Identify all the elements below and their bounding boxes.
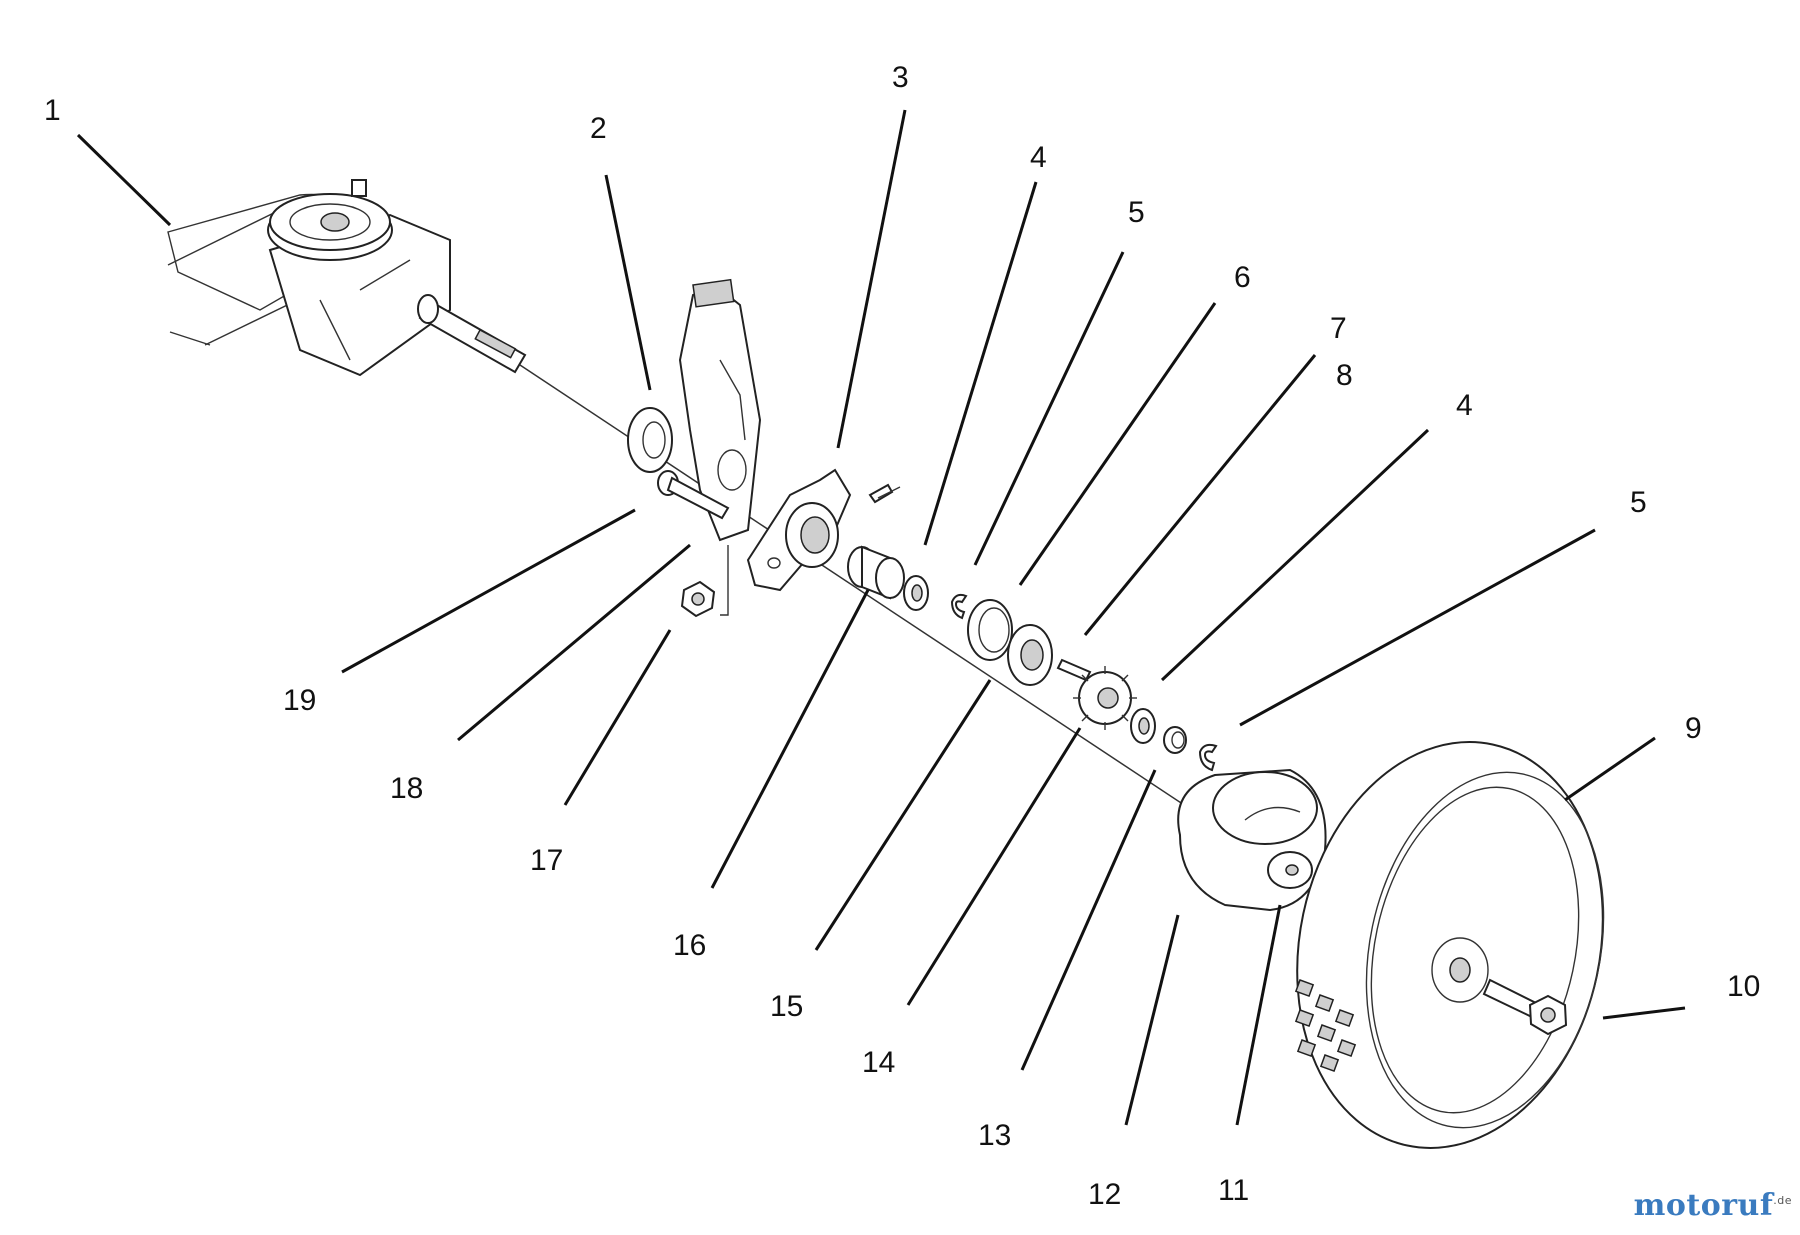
- callout-13: 13: [978, 1119, 1011, 1152]
- drive-ratchet: [1007, 624, 1053, 686]
- callout-19: 19: [283, 684, 316, 717]
- bracket-screw: [868, 483, 901, 504]
- callout-1: 1: [44, 94, 61, 127]
- callout-14: 14: [862, 1046, 895, 1079]
- gear-cover: [1177, 768, 1327, 912]
- flat-washer-a: [903, 575, 929, 611]
- spacer: [1163, 726, 1187, 754]
- callout-7: 7: [1330, 312, 1347, 345]
- callout-16: 16: [673, 929, 706, 962]
- watermark-suffix: .de: [1773, 1194, 1792, 1207]
- callout-6: 6: [1234, 261, 1251, 294]
- callout-4: 4: [1030, 141, 1047, 174]
- transmission-gearbox: [267, 179, 527, 377]
- callout-10: 10: [1727, 970, 1760, 1003]
- leader-lines: [76, 109, 1686, 1126]
- callout-3: 3: [892, 61, 909, 94]
- callout-2: 2: [590, 112, 607, 145]
- wheel: [1294, 741, 1605, 1149]
- watermark-text: motoruf: [1633, 1188, 1774, 1223]
- callout-labels: 1 2 3 4 5 6 7 8 4 5 9 10 11 12 13 14 15 …: [44, 61, 1760, 1211]
- callout-15: 15: [770, 990, 803, 1023]
- pinion-gear: [1073, 666, 1137, 730]
- callout-18: 18: [390, 772, 423, 805]
- callout-11: 11: [1218, 1174, 1249, 1207]
- thrust-washer: [627, 407, 673, 473]
- watermark-logo: motoruf.de: [1634, 1188, 1792, 1223]
- dust-cover: [967, 599, 1013, 661]
- e-ring-a: [950, 593, 968, 620]
- callout-8: 8: [1336, 359, 1353, 392]
- callout-9: 9: [1685, 712, 1702, 745]
- callout-4b: 4: [1456, 389, 1473, 422]
- bearing-bracket: [746, 468, 852, 592]
- flat-washer-b: [1130, 708, 1156, 744]
- height-adjust-lever: [678, 278, 762, 616]
- callout-17: 17: [530, 844, 563, 877]
- callout-5b: 5: [1630, 486, 1647, 519]
- hex-nut: [680, 580, 716, 618]
- roll-pin: [1056, 658, 1092, 682]
- callout-5: 5: [1128, 196, 1145, 229]
- bushing: [847, 545, 905, 600]
- wheel-bolt: [1482, 978, 1568, 1036]
- callout-12: 12: [1088, 1178, 1121, 1211]
- carriage-bolt: [657, 470, 730, 520]
- e-ring-b: [1198, 743, 1218, 772]
